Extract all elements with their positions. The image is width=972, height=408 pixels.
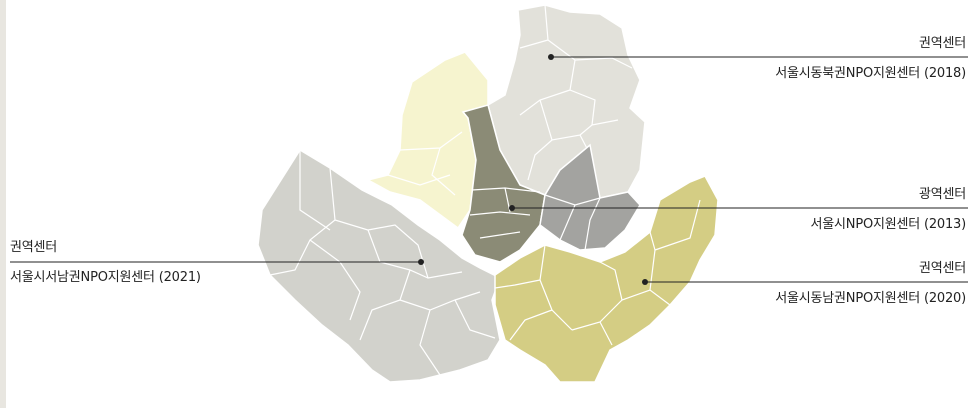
marker-southwest (418, 259, 424, 265)
region-southwest (257, 148, 501, 383)
northeast-borders (519, 4, 633, 181)
region-northwest (365, 51, 489, 230)
southwest-borders (269, 150, 496, 376)
southeast-borders (494, 199, 701, 346)
center-name-southwest: 서울시서남권NPO지원센터 (2021) (10, 270, 201, 285)
center-name-southeast: 서울시동남권NPO지원센터 (2020) (775, 291, 966, 306)
marker-southeast (642, 279, 648, 285)
center-type-northeast: 권역센터 (918, 36, 966, 51)
region-central-east (539, 143, 641, 251)
central-east-borders (544, 194, 601, 251)
central-borders (469, 187, 541, 239)
center-type-central: 광역센터 (918, 187, 966, 202)
northwest-borders (387, 131, 463, 196)
center-name-northeast: 서울시동북권NPO지원센터 (2018) (775, 66, 966, 81)
marker-northeast (548, 54, 554, 60)
center-type-southeast: 권역센터 (918, 261, 966, 276)
center-name-central: 서울시NPO지원센터 (2013) (810, 217, 967, 232)
region-central (461, 104, 546, 263)
marker-central (509, 205, 515, 211)
center-type-southwest: 권역센터 (10, 240, 58, 255)
left-edge-strip (0, 0, 6, 408)
